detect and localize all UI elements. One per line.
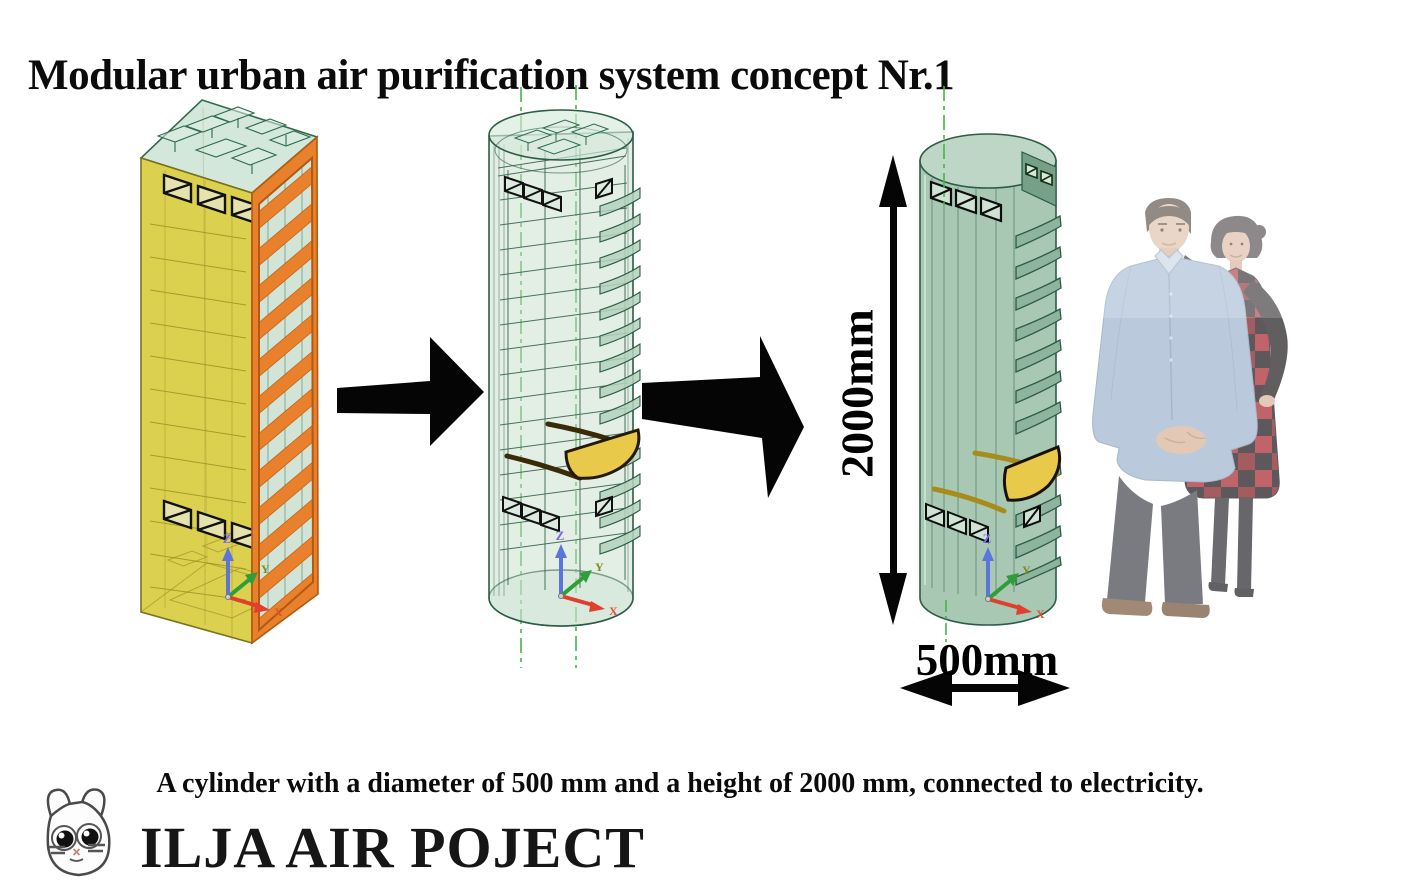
cylinder3-awning — [1002, 444, 1062, 502]
axis-triad-cylinder2: Z Y X — [555, 528, 618, 618]
final-cylinder-model — [919, 86, 1062, 652]
flow-arrow-1 — [337, 337, 484, 446]
man-figure — [1092, 198, 1258, 618]
height-dimension-label: 2000mm — [831, 309, 883, 478]
tower-top-wireframe — [156, 106, 312, 174]
caption-text: A cylinder with a diameter of 500 mm and… — [156, 768, 1204, 799]
diameter-dimension-arrow — [900, 670, 1070, 706]
cylinder2-top-cap — [488, 109, 634, 161]
axis-x-label: X — [1036, 607, 1045, 621]
cylinder2-vents-top — [504, 175, 613, 213]
cylinder3-rail-lower — [931, 486, 1007, 514]
scale-reference-people — [1075, 188, 1307, 628]
axis-x-label: X — [609, 604, 618, 618]
cylinder3-vents-bottom — [925, 502, 1041, 544]
axis-y-label: Y — [261, 562, 270, 576]
cylinder3-vents-top — [929, 180, 1003, 223]
height-dimension-arrow — [879, 155, 907, 625]
people-washout-top — [1075, 188, 1307, 318]
diameter-dimension-label: 500mm — [915, 635, 1059, 685]
page-title: Modular urban air purification system co… — [28, 51, 955, 99]
axis-z-label: Z — [556, 528, 565, 543]
tower-intake-vents-top — [162, 173, 261, 226]
people-washout-overlay — [1075, 188, 1307, 628]
cylinder3-top-recess — [1021, 151, 1057, 207]
brand-title: ILJA AIR POJECT — [140, 815, 645, 880]
axis-x-label: X — [274, 605, 283, 619]
cylinder2-top-wireframe — [513, 119, 610, 155]
cylinder2-louvers — [599, 186, 641, 555]
tower-louver-frame — [258, 155, 315, 633]
axis-z-label: Z — [983, 531, 992, 546]
rectangular-module-tower — [139, 99, 319, 645]
tower-louver-region — [259, 158, 313, 630]
cylinder2-rail-upper — [545, 421, 615, 443]
cylinder2-vents-bottom — [502, 495, 613, 533]
cylinder2-awning — [564, 428, 641, 480]
axis-y-label: Y — [595, 560, 604, 574]
flow-arrow-2 — [642, 336, 804, 498]
axis-z-label: Z — [223, 531, 232, 546]
cat-face-logo-icon — [46, 788, 111, 877]
cylinder2-inner-wireframe — [493, 138, 629, 596]
transparent-cylinder-model — [488, 85, 641, 668]
axis-triad-cylinder3: Z Y X — [982, 531, 1045, 621]
axis-triad-tower: Z Y X — [222, 531, 283, 619]
axis-y-label: Y — [1022, 563, 1031, 577]
